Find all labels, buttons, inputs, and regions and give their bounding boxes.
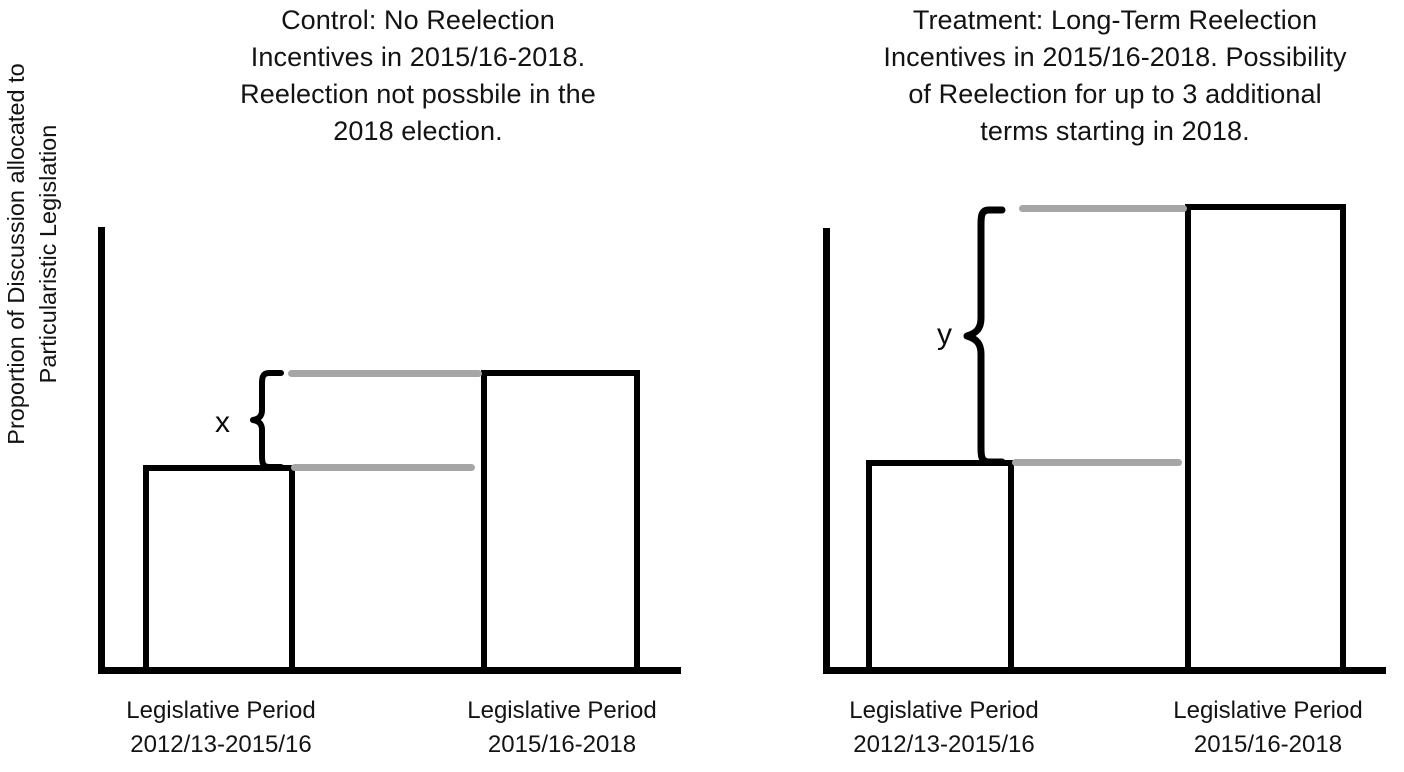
control-x-axis-line (98, 667, 681, 674)
treatment-xtick-period-2: Legislative Period 2015/16-2018 (1173, 697, 1363, 758)
panel-title-control: Control: No Reelection Incentives in 201… (240, 5, 596, 146)
treatment-bar-period-1 (866, 460, 1014, 674)
control-bracket (243, 370, 284, 470)
treatment-xtick-period-1: Legislative Period 2012/13-2015/16 (849, 697, 1039, 758)
panel-title-treatment: Treatment: Long-Term Reelection Incentiv… (883, 5, 1347, 146)
treatment-guide-line-lower (1012, 459, 1182, 466)
control-bar-period-2 (481, 370, 640, 674)
control-y-axis-line (98, 227, 105, 674)
treatment-guide-line-upper (1019, 205, 1187, 212)
control-bracket-label: x (215, 406, 230, 439)
control-xtick-period-1: Legislative Period 2012/13-2015/16 (126, 697, 316, 758)
treatment-bracket-label: y (937, 318, 952, 351)
control-guide-line-lower (291, 464, 475, 471)
treatment-x-axis-line (823, 667, 1386, 674)
control-guide-line-upper (288, 370, 482, 377)
control-xtick-period-2: Legislative Period 2015/16-2018 (467, 697, 657, 758)
treatment-y-axis-line (823, 228, 830, 674)
y-axis-label: Proportion of Discussion allocated to Pa… (3, 63, 61, 445)
treatment-bar-period-2 (1185, 204, 1346, 674)
control-bar-period-1 (143, 465, 295, 674)
treatment-bracket (958, 206, 1006, 466)
